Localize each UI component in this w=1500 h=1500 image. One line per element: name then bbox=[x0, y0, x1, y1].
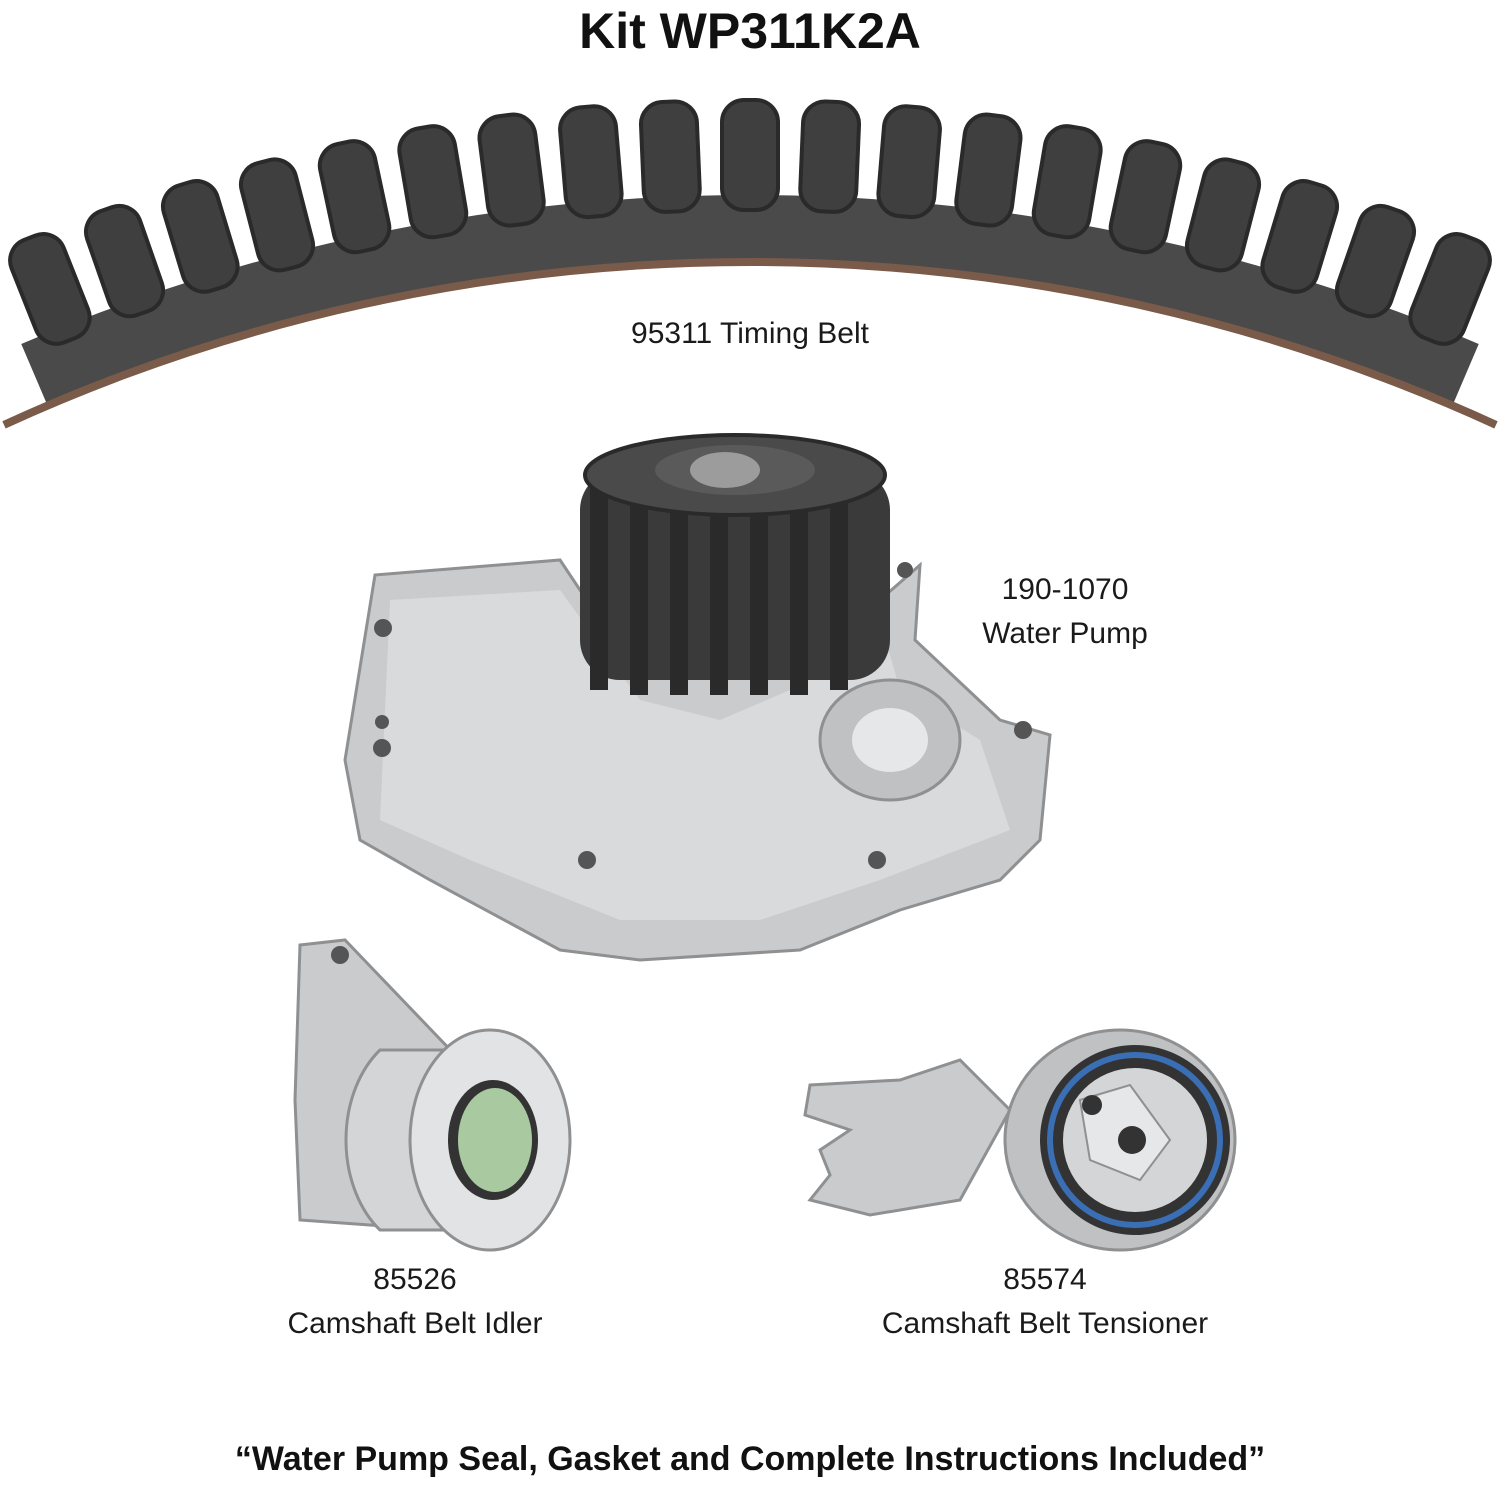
water-pump-number: 190-1070 bbox=[1001, 573, 1129, 606]
belt-band bbox=[21, 195, 1479, 409]
belt-tooth bbox=[1031, 124, 1103, 240]
belt-tooth bbox=[317, 139, 392, 255]
belt-tooth bbox=[1108, 139, 1183, 255]
tensioner-number: 85574 bbox=[1003, 1263, 1087, 1296]
belt-tooth bbox=[876, 104, 942, 220]
belt-tooth bbox=[160, 179, 240, 294]
belt-tooth bbox=[954, 112, 1023, 228]
belt-tooth bbox=[1260, 179, 1340, 294]
idler-label: 85526 Camshaft Belt Idler bbox=[215, 1258, 615, 1346]
kit-includes-note: “Water Pump Seal, Gasket and Complete In… bbox=[234, 1440, 1266, 1478]
belt-tooth bbox=[558, 104, 624, 220]
tensioner-image bbox=[803, 1028, 1237, 1252]
belt-tooth bbox=[8, 232, 92, 346]
water-pump-name: Water Pump bbox=[982, 617, 1148, 650]
water-pump-image bbox=[343, 433, 1052, 962]
kit-title: Kit WP311K2A bbox=[579, 3, 921, 59]
belt-tooth bbox=[238, 157, 316, 273]
belt-tooth bbox=[638, 99, 702, 214]
belt-tooth bbox=[83, 203, 166, 319]
timing-belt-label: 95311 Timing Belt bbox=[631, 317, 869, 350]
tensioner-label: 85574 Camshaft Belt Tensioner bbox=[800, 1258, 1290, 1346]
timing-belt-image bbox=[2, 98, 1498, 429]
belt-tooth bbox=[1184, 157, 1262, 273]
belt-tooth bbox=[798, 99, 862, 214]
tensioner-name: Camshaft Belt Tensioner bbox=[881, 1307, 1209, 1340]
belt-tooth bbox=[1408, 232, 1492, 346]
idler-name: Camshaft Belt Idler bbox=[287, 1307, 543, 1340]
water-pump-label: 190-1070 Water Pump bbox=[920, 568, 1210, 656]
idler-image bbox=[293, 938, 572, 1252]
belt-band bbox=[2, 258, 1498, 429]
belt-tooth bbox=[720, 98, 780, 212]
idler-number: 85526 bbox=[373, 1263, 457, 1296]
belt-tooth bbox=[477, 112, 546, 228]
belt-tooth bbox=[1334, 203, 1417, 319]
belt-tooth bbox=[397, 124, 469, 240]
